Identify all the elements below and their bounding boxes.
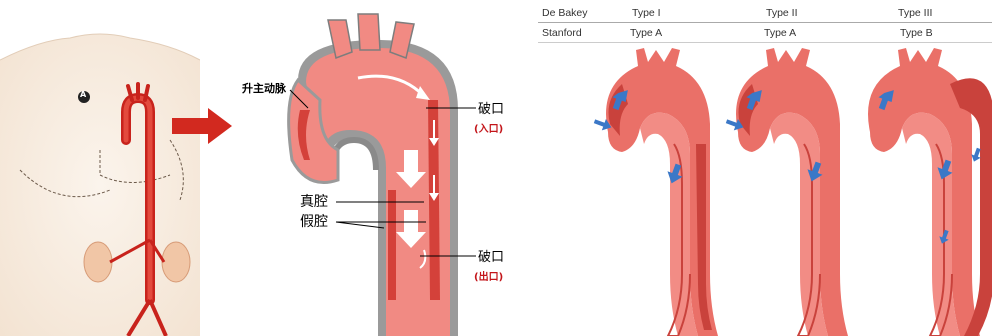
debakey-row-label: De Bakey [542, 7, 588, 19]
exit-tear-label: 破口 [478, 246, 504, 265]
dissection-section-panel: 升主动脉 破口 (入口) 真腔 假腔 破口 (出口) [228, 0, 538, 336]
type3-illustration [868, 48, 992, 336]
true-lumen-label: 真腔 [300, 191, 328, 211]
marker-label: A [80, 90, 86, 99]
ascending-aorta-label: 升主动脉 [242, 80, 286, 96]
false-lumen-label: 假腔 [300, 211, 328, 231]
header-divider [538, 22, 992, 23]
torso-illustration [0, 0, 200, 336]
type1-debakey: Type I [632, 7, 661, 19]
type3-debakey: Type III [898, 7, 932, 19]
pointer-arrow-icon [170, 108, 234, 144]
type2-debakey: Type II [766, 7, 798, 19]
type2-illustration [736, 48, 848, 336]
type1-illustration [606, 48, 718, 336]
type3-stanford: Type B [900, 27, 933, 39]
body-figure-panel: A [0, 0, 200, 336]
type1-stanford: Type A [630, 27, 662, 39]
aorta-cross-section [228, 0, 538, 336]
stanford-row-label: Stanford [542, 27, 582, 39]
header-divider-bottom [538, 42, 992, 43]
classification-panel: De Bakey Stanford Type I Type A Type II … [538, 0, 992, 336]
entry-tag-label: (入口) [474, 120, 503, 135]
type2-stanford: Type A [764, 27, 796, 39]
entry-tear-label: 破口 [478, 98, 504, 117]
exit-tag-label: (出口) [474, 268, 503, 283]
classification-illustrations [538, 44, 992, 336]
